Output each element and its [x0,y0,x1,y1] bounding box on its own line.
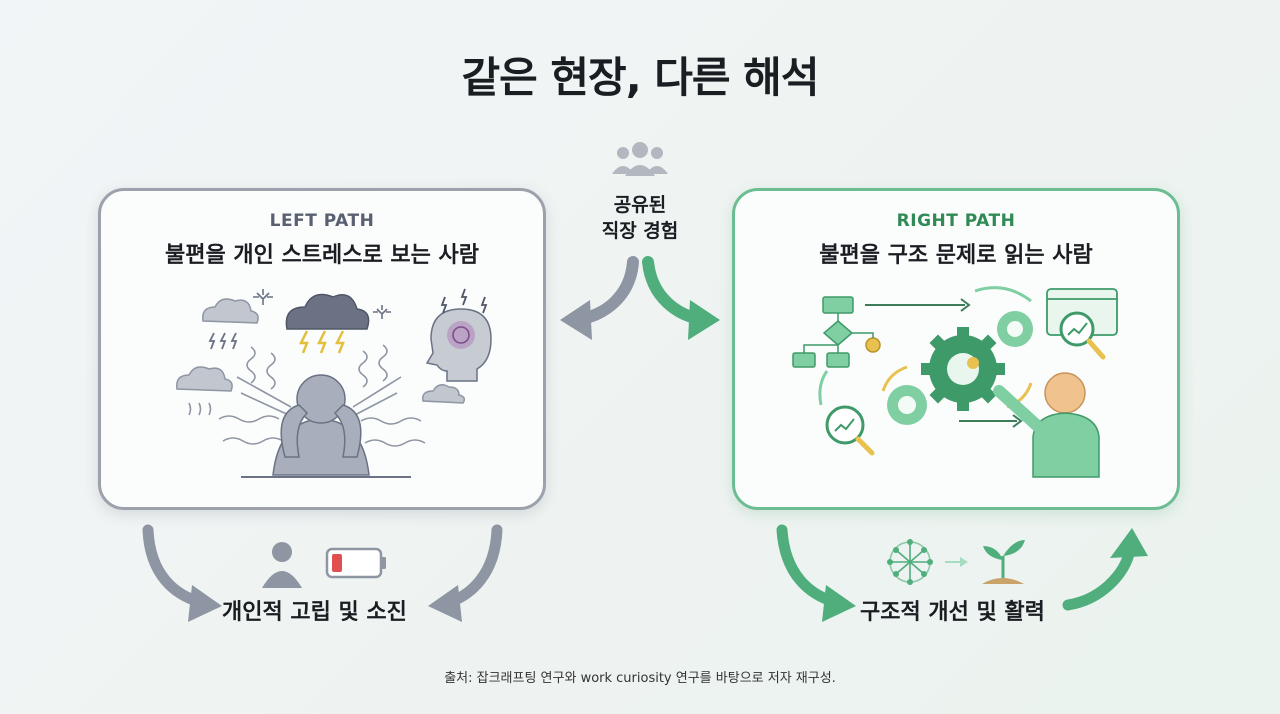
lightning-icon [208,332,238,350]
rain-squiggle-icon [188,402,212,416]
arrow-left-outcome-2 [428,524,503,622]
people-group-icon [612,142,668,176]
right-path-tag: RIGHT PATH [896,211,1016,231]
cloud-icon [176,298,466,404]
person-icon [262,542,302,588]
left-path-tag: LEFT PATH [269,211,375,231]
dashboard-window-icon [1046,288,1118,360]
arrow-right-outcome-1 [776,524,856,622]
big-gear-icon [921,327,1005,411]
left-outcome-label: 개인적 고립 및 소진 [222,600,407,625]
analyst-person-icon [967,357,1100,478]
page-title: 같은 현장, 다른 해석 [461,53,820,102]
stressed-person-icon [272,374,370,476]
right-outcome-label: 구조적 개선 및 활력 [860,600,1045,625]
right-path-panel: RIGHT PATH 불편을 구조 문제로 읽는 사람 [732,188,1180,510]
network-icon [887,539,933,585]
right-arrow-icon [865,298,1023,428]
structure-illustration [792,286,1118,478]
left-path-panel: LEFT PATH 불편을 개인 스트레스로 보는 사람 [98,188,546,510]
arrow-to-right-path [642,256,720,340]
stress-illustration [176,288,492,478]
low-battery-icon [325,547,386,579]
storm-cloud-icon [285,293,370,354]
sprout-icon [982,540,1025,584]
stress-spark-icon [253,289,391,319]
shared-label-line2: 직장 경험 [601,220,679,242]
arrow-left-outcome-1 [142,524,222,622]
source-note: 출처: 잡크래프팅 연구와 work curiosity 연구를 바탕으로 저자… [444,671,836,686]
shared-label-line1: 공유된 [613,194,667,216]
small-arrow-icon [945,557,968,567]
small-gear-icon [887,311,1033,425]
cycle-arrows-green [818,286,1032,406]
flowchart-icon [792,296,881,368]
shared-experience-label: 공유된 직장 경험 [570,192,710,244]
left-path-subtitle: 불편을 개인 스트레스로 보는 사람 [165,243,479,268]
arrow-to-left-path [560,256,639,340]
head-headache-icon [425,288,492,382]
right-path-subtitle: 불편을 구조 문제로 읽는 사람 [819,243,1093,268]
magnifier-chart-icon [825,405,875,456]
arrow-right-outcome-up [1062,528,1148,611]
tension-lines [218,344,426,447]
